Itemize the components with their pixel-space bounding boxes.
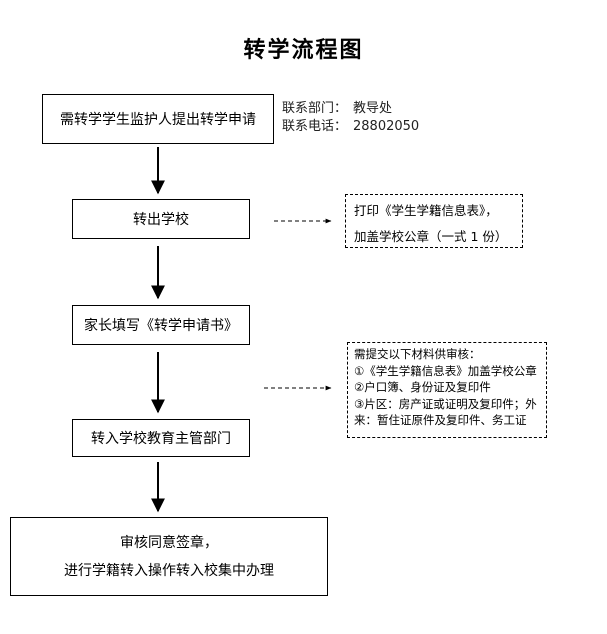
contact-dept-label: 联系部门： [282, 101, 348, 116]
note-materials-heading: 需提交以下材料供审核： [354, 347, 481, 361]
note-transfer-out-line2: 加盖学校公章（一式 1 份） [354, 229, 508, 244]
contact-dept-value: 教导处 [353, 101, 393, 116]
step-education-dept: 转入学校教育主管部门 [72, 419, 250, 457]
contact-info: 联系部门： 教导处 联系电话： 28802050 [282, 100, 419, 136]
note-materials-item1: ①《学生学籍信息表》加盖学校公章 [354, 363, 537, 378]
step-fill-application-label: 家长填写《转学申请书》 [84, 318, 238, 334]
contact-phone-value: 28802050 [353, 119, 420, 134]
step-apply-label: 需转学学生监护人提出转学申请 [60, 112, 256, 128]
step-transfer-out-school: 转出学校 [72, 199, 250, 239]
note-transfer-out: 打印《学生学籍信息表》， 加盖学校公章（一式 1 份） [345, 194, 523, 248]
contact-dept-row: 联系部门： 教导处 [282, 100, 419, 118]
step-fill-application: 家长填写《转学申请书》 [72, 305, 250, 345]
note-materials-item2: ②户口簿、身份证及复印件 [354, 380, 491, 394]
step-final-approval: 审核同意签章， 进行学籍转入操作转入校集中办理 [10, 517, 328, 596]
note-materials-item3b: 来：暂住证原件及复印件、务工证 [354, 413, 527, 427]
step-transfer-out-label: 转出学校 [133, 212, 189, 228]
contact-phone-label: 联系电话： [282, 119, 348, 134]
step-education-dept-label: 转入学校教育主管部门 [91, 431, 231, 447]
note-required-materials: 需提交以下材料供审核： ①《学生学籍信息表》加盖学校公章 ②户口簿、身份证及复印… [347, 342, 547, 438]
note-transfer-out-line1: 打印《学生学籍信息表》， [354, 203, 498, 218]
note-materials-item3a: ③片区：房产证或证明及复印件；外 [354, 396, 537, 411]
contact-phone-row: 联系电话： 28802050 [282, 118, 419, 136]
step-final-line2: 进行学籍转入操作转入校集中办理 [64, 562, 274, 579]
step-apply: 需转学学生监护人提出转学申请 [42, 94, 274, 144]
step-final-line1: 审核同意签章， [120, 534, 218, 551]
diagram-title: 转学流程图 [243, 38, 364, 63]
